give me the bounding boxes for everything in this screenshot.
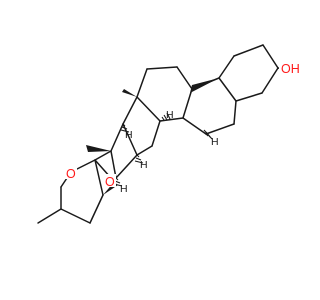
h14-label: H	[125, 129, 133, 141]
hydroxyl-label: OH	[281, 62, 300, 76]
ring-a	[218, 44, 284, 102]
h8-label: H	[166, 109, 174, 121]
h9-label: H	[211, 136, 219, 148]
stereo-hashes	[113, 112, 213, 187]
ring-c	[136, 66, 193, 122]
h14-hash	[120, 123, 130, 133]
c21-methyl-wedge	[86, 145, 111, 152]
furan-oxygen-label: O	[105, 175, 115, 189]
h9-hash	[203, 129, 213, 140]
h8-hash	[160, 112, 171, 122]
ring-d	[122, 96, 161, 156]
h16-hash	[134, 154, 144, 164]
hydroxyl-label-bg	[279, 58, 299, 78]
pyran-oxygen-label: O	[66, 167, 76, 181]
c18-methyl-wedge	[122, 89, 137, 97]
h17-label: H	[120, 183, 128, 195]
c19-methyl-wedge	[190, 78, 219, 93]
pyran-oxygen-label-bg	[65, 166, 77, 179]
furan-oxygen-label-bg	[104, 174, 116, 187]
h16-label: H	[140, 159, 148, 171]
spirostan-structure-diagram: OH O O H H H H H	[37, 44, 300, 224]
